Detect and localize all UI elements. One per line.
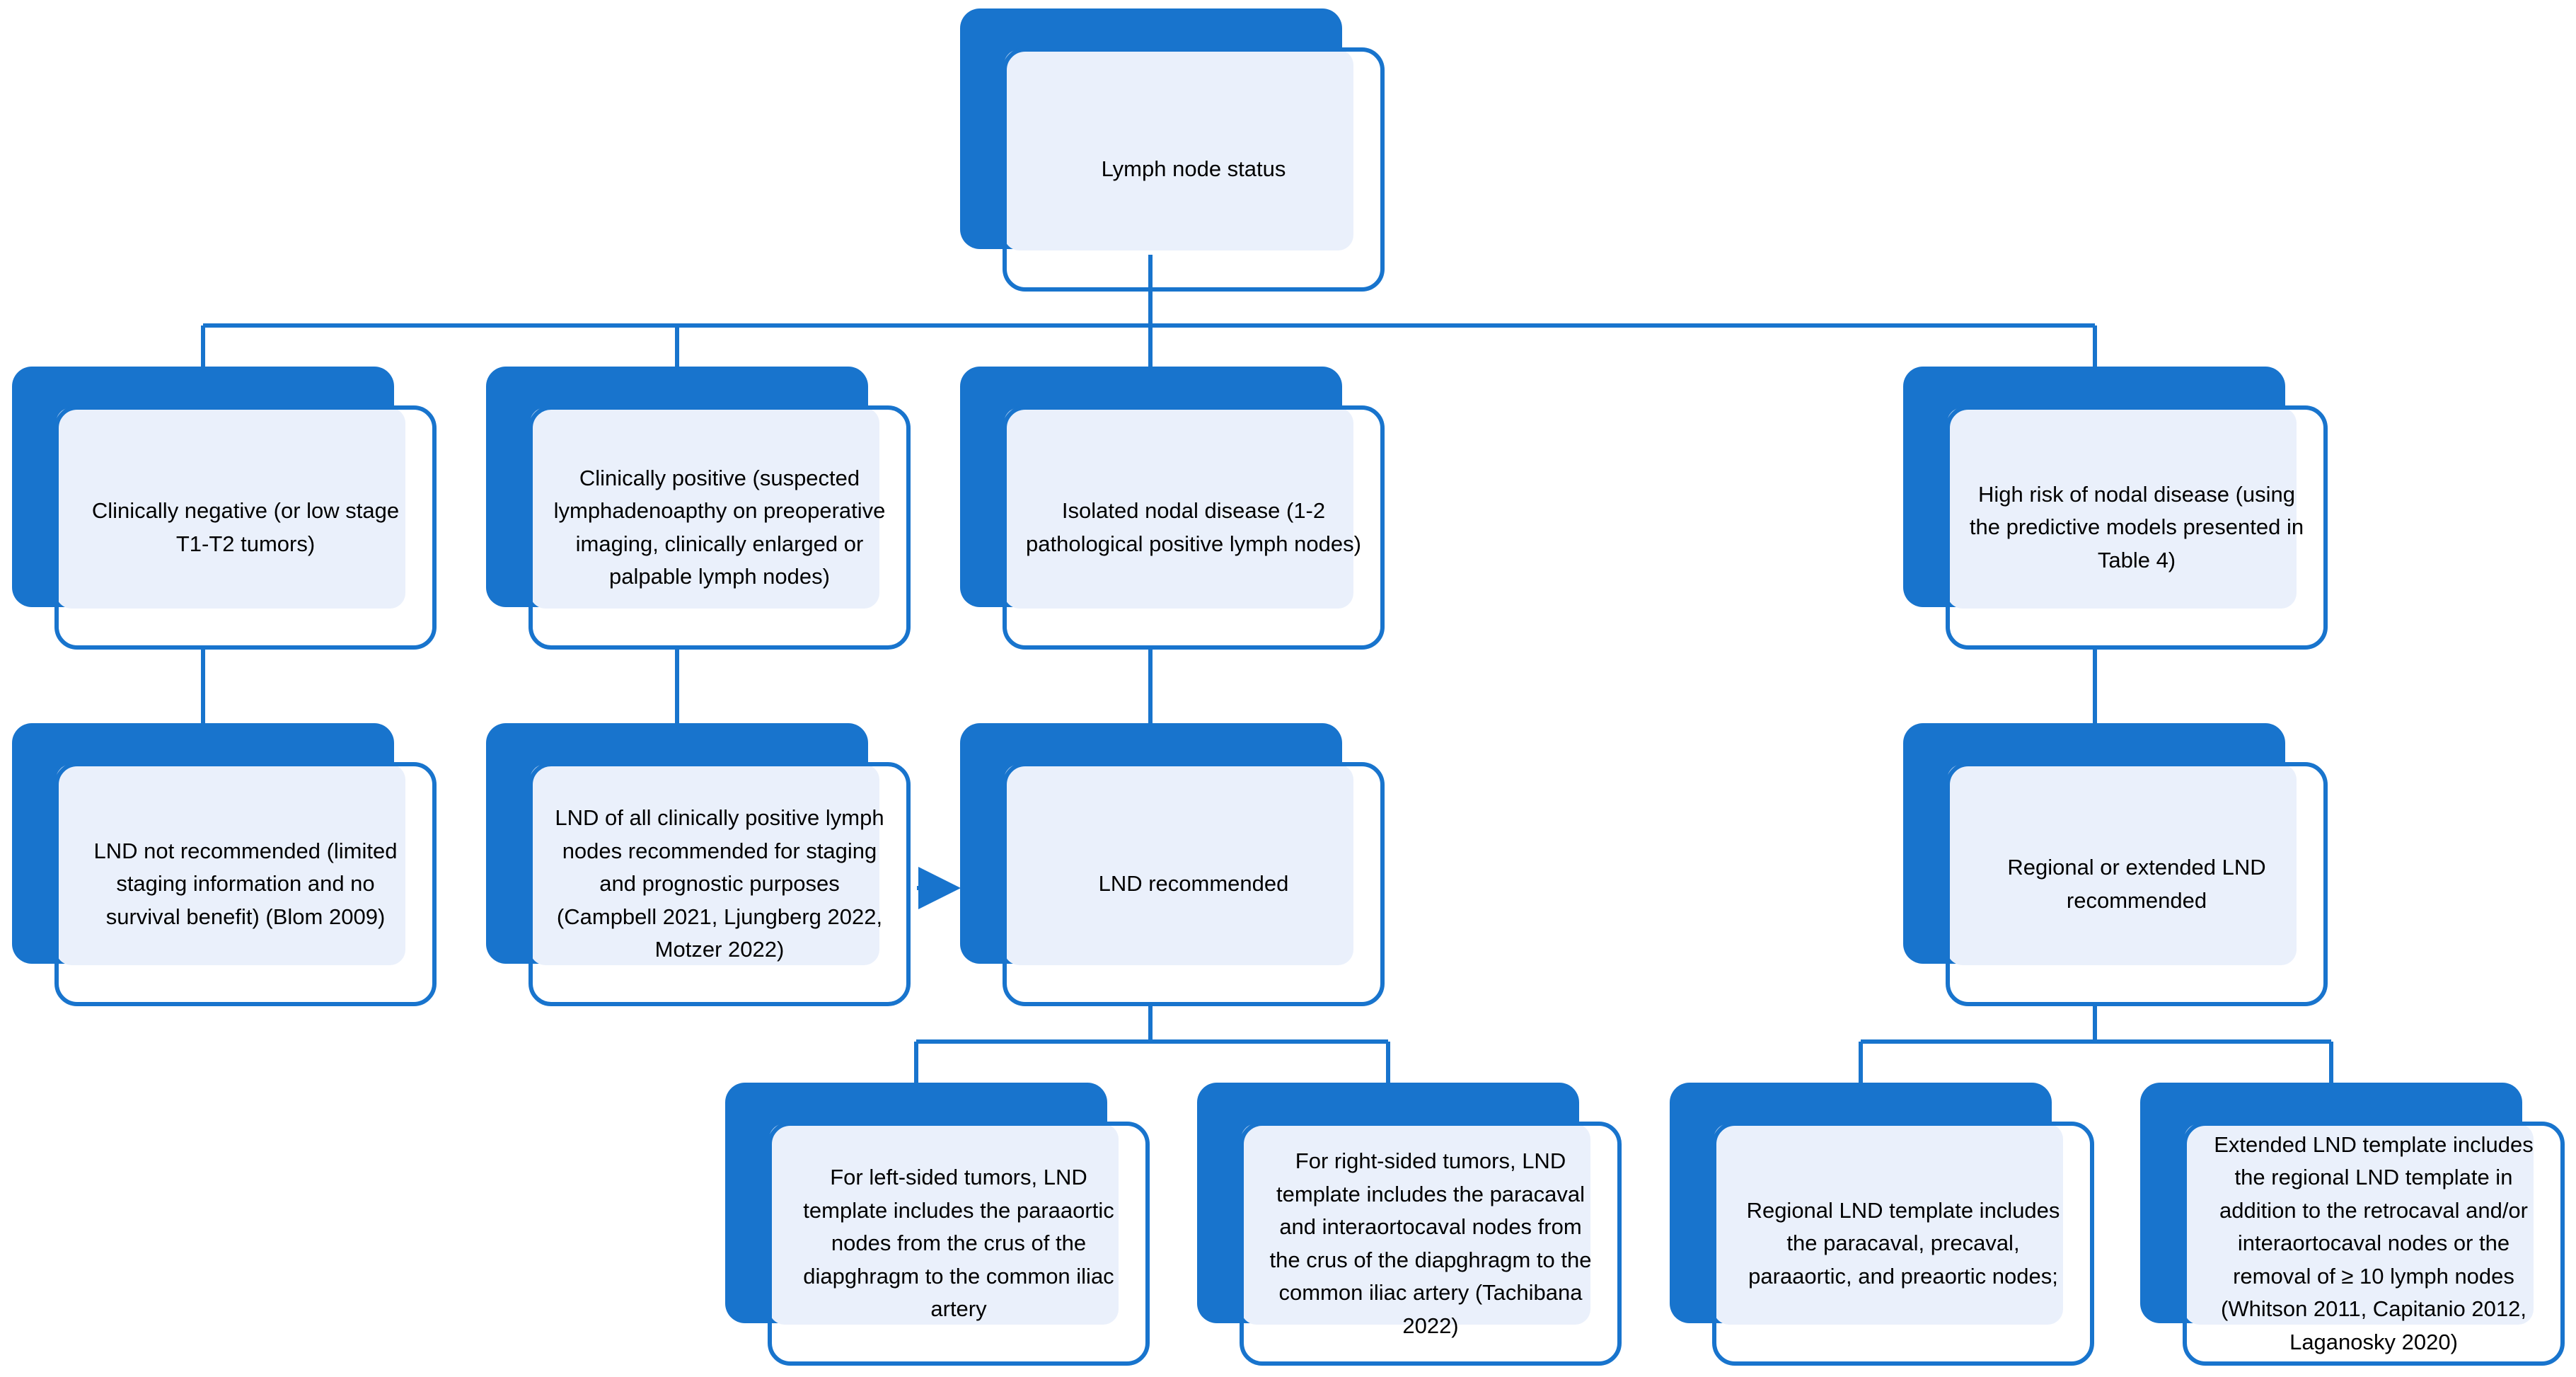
node-label: For right-sided tumors, LND template inc… (1240, 1122, 1622, 1366)
node-fill (1947, 408, 2297, 609)
node-fill (530, 764, 879, 965)
node-label: LND not recommended (limited staging inf… (54, 762, 437, 1006)
node-fill (56, 408, 405, 609)
node-fill (1714, 1124, 2063, 1325)
node-label: LND recommended (1003, 762, 1385, 1006)
node-fill (530, 408, 879, 609)
node-label: Extended LND template includes the regio… (2183, 1122, 2565, 1366)
node-label: Regional or extended LND recommended (1946, 762, 2328, 1006)
node-fill (1004, 50, 1353, 250)
node-fill (1004, 408, 1353, 609)
node-label: Regional LND template includes the parac… (1712, 1122, 2094, 1366)
node-fill (1004, 764, 1353, 965)
node-fill (769, 1124, 1119, 1325)
node-fill (1241, 1124, 1590, 1325)
node-label: High risk of nodal disease (using the pr… (1946, 405, 2328, 650)
node-label: Clinically negative (or low stage T1-T2 … (54, 405, 437, 650)
node-fill (1947, 764, 2297, 965)
node-label: Isolated nodal disease (1-2 pathological… (1003, 405, 1385, 650)
node-label: LND of all clinically positive lymph nod… (529, 762, 911, 1006)
node-fill (2184, 1124, 2534, 1325)
node-label: Lymph node status (1003, 47, 1385, 292)
node-fill (56, 764, 405, 965)
node-label: For left-sided tumors, LND template incl… (768, 1122, 1150, 1366)
node-label: Clinically positive (suspected lymphaden… (529, 405, 911, 650)
